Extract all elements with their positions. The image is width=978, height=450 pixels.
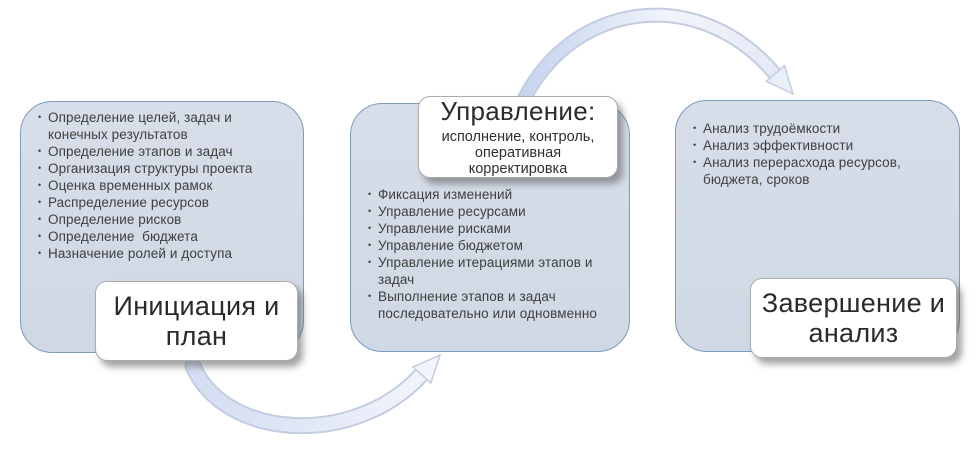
list-item: • Анализ трудоёмкости xyxy=(693,120,953,137)
bullet-icon: • xyxy=(368,223,372,233)
list-item-text: Анализ эффективности xyxy=(703,138,854,153)
bullet-icon: • xyxy=(368,189,372,199)
list-item: • Управление бюджетом xyxy=(368,237,622,254)
list-item-text: Управление итерациями этапов и задач xyxy=(378,255,597,287)
bullet-icon: • xyxy=(693,157,697,167)
bullet-icon: • xyxy=(368,257,372,267)
list-item: • Управление ресурсами xyxy=(368,203,622,220)
list-item-text: Анализ перерасхода ресурсов, бюджета, ср… xyxy=(703,155,905,187)
list-item: • Оценка временных рамок xyxy=(38,177,292,194)
list-item: • Выполнение этапов и задач последователь… xyxy=(368,288,622,322)
phase-box-management-list: • Фиксация изменений • Управление ресурсам… xyxy=(368,186,622,322)
list-item-text: Управление рисками xyxy=(378,221,511,236)
phase-box-initiation-list: • Определение целей, задач и конечных рез… xyxy=(38,109,292,262)
list-item: • Анализ эффективности xyxy=(693,137,953,154)
list-item-text: Назначение ролей и доступа xyxy=(48,246,233,261)
phase-label-initiation: Инициация и план xyxy=(95,281,298,361)
list-item: • Распределение ресурсов xyxy=(38,194,292,211)
phase-label-completion-text: Завершение и анализ xyxy=(761,287,946,348)
list-item: • Фиксация изменений xyxy=(368,186,622,203)
list-item: • Управление рисками xyxy=(368,220,622,237)
list-item-text: Определение целей, задач и конечных резу… xyxy=(48,110,236,142)
bullet-icon: • xyxy=(38,248,42,258)
list-item: • Определение рисков xyxy=(38,211,292,228)
bullet-icon: • xyxy=(693,123,697,133)
phase-label-management-subtitle: исполнение, контроль, оперативная коррек… xyxy=(441,129,595,178)
curved-arrow-management-to-completion-icon xyxy=(516,7,795,107)
list-item-text: Организация структуры проекта xyxy=(48,161,253,176)
list-item-text: Анализ трудоёмкости xyxy=(703,121,841,136)
bullet-icon: • xyxy=(693,140,697,150)
phase-label-management: Управление: исполнение, контроль, операт… xyxy=(418,96,618,178)
bullet-icon: • xyxy=(38,231,42,241)
list-item: • Определение этапов и задач xyxy=(38,143,292,160)
list-item-text: Определение этапов и задач xyxy=(48,144,233,159)
list-item-text: Управление бюджетом xyxy=(378,238,524,253)
bullet-icon: • xyxy=(368,240,372,250)
list-item: • Определение целей, задач и конечных рез… xyxy=(38,109,292,143)
list-item: • Анализ перерасхода ресурсов, бюджета, с… xyxy=(693,154,953,188)
bullet-icon: • xyxy=(38,146,42,156)
phase-label-completion: Завершение и анализ xyxy=(750,278,957,358)
bullet-icon: • xyxy=(38,180,42,190)
phase-label-management-title: Управление: xyxy=(440,95,596,126)
list-item-text: Определение бюджета xyxy=(48,229,198,244)
bullet-icon: • xyxy=(368,291,372,301)
bullet-icon: • xyxy=(38,214,42,224)
list-item-text: Фиксация изменений xyxy=(378,187,513,202)
bullet-icon: • xyxy=(38,197,42,207)
list-item: • Назначение ролей и доступа xyxy=(38,245,292,262)
phase-box-completion-list: • Анализ трудоёмкости • Анализ эффективнос… xyxy=(693,120,953,188)
list-item-text: Выполнение этапов и задач последовательн… xyxy=(378,289,597,321)
list-item: • Организация структуры проекта xyxy=(38,160,292,177)
curved-arrow-initiation-to-management-icon xyxy=(184,353,442,434)
bullet-icon: • xyxy=(38,112,42,122)
list-item-text: Определение рисков xyxy=(48,212,182,227)
bullet-icon: • xyxy=(368,206,372,216)
list-item-text: Распределение ресурсов xyxy=(48,195,210,210)
bullet-icon: • xyxy=(38,163,42,173)
list-item: • Определение бюджета xyxy=(38,228,292,245)
list-item: • Управление итерациями этапов и задач xyxy=(368,254,622,288)
list-item-text: Управление ресурсами xyxy=(378,204,526,219)
phase-label-initiation-text: Инициация и план xyxy=(113,290,280,351)
list-item-text: Оценка временных рамок xyxy=(48,178,213,193)
